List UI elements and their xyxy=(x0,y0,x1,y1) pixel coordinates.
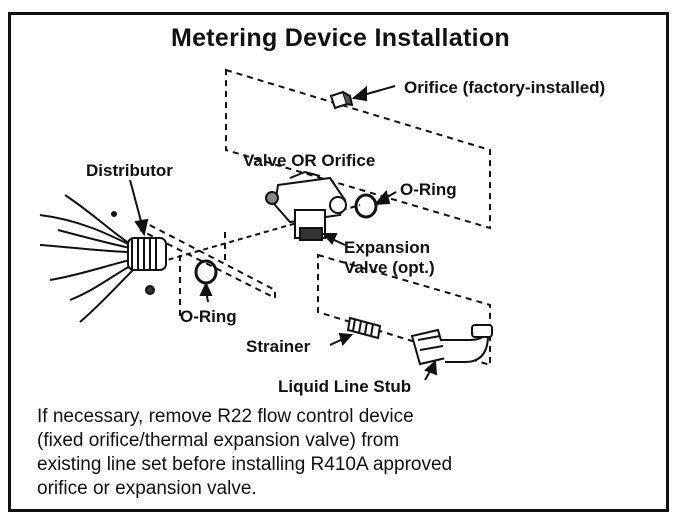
note-line: If necessary, remove R22 flow control de… xyxy=(37,406,414,427)
o-ring-bottom-label: O-Ring xyxy=(180,307,237,326)
strainer-arrow xyxy=(329,332,354,347)
page-title: Metering Device Installation xyxy=(170,24,511,52)
strainer xyxy=(346,316,382,340)
distributor-label: Distributor xyxy=(86,161,173,180)
liquid-line-stub-arrow xyxy=(424,359,438,381)
liquid-line-stub-label: Liquid Line Stub xyxy=(278,377,412,396)
expansion-valve-label-line1: Expansion xyxy=(344,238,430,257)
expansion-valve-label-line2: Valve (opt.) xyxy=(344,258,435,277)
left-dashed-plane xyxy=(139,219,276,300)
valve-or-orifice-label: Valve OR Orifice xyxy=(243,151,376,170)
distributor-arrow xyxy=(129,179,149,237)
valve-body xyxy=(265,170,347,241)
note-line: (fixed orifice/thermal expansion valve) … xyxy=(37,430,400,451)
orifice-factory-label: Orifice (factory-installed) xyxy=(404,78,606,97)
o-ring-top xyxy=(354,193,378,219)
orifice-arrow xyxy=(351,85,396,102)
distributor xyxy=(39,194,167,323)
expansion-valve-arrow xyxy=(321,233,346,246)
liquid-line-stub xyxy=(410,324,493,366)
o-ring-top-label: O-Ring xyxy=(400,180,457,199)
installation-note: If necessary, remove R22 flow control de… xyxy=(37,405,657,501)
upper-dashed-plane xyxy=(225,68,491,230)
note-line: existing line set before installing R410… xyxy=(37,454,453,475)
strainer-label: Strainer xyxy=(246,337,311,356)
o-ring-bottom-arrow xyxy=(199,281,213,303)
o-ring-top-arrow xyxy=(373,189,397,206)
orifice-part xyxy=(329,90,354,110)
diagram-frame xyxy=(8,12,669,512)
note-line: orifice or expansion valve. xyxy=(37,478,257,499)
